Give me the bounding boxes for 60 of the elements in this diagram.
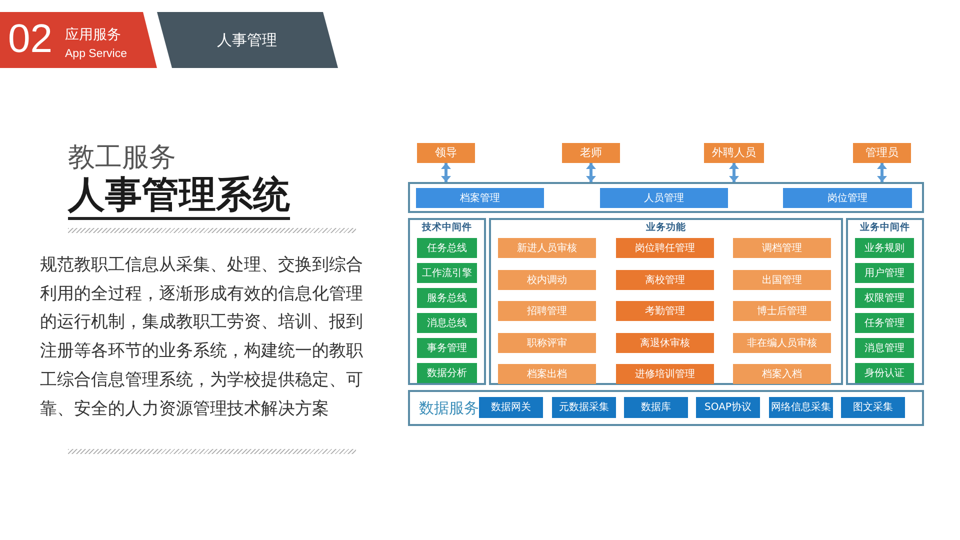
double-arrow xyxy=(877,163,887,182)
panel-title: 业务功能 xyxy=(646,222,686,234)
service-box: SOAP协议 xyxy=(696,397,760,418)
section-subtitle: App Service xyxy=(65,47,128,61)
category-heading: 教工服务 xyxy=(68,141,176,175)
layer-panel xyxy=(846,218,924,385)
component-box: 权限管理 xyxy=(855,288,914,308)
section-name: 应用服务 xyxy=(65,27,121,44)
function-box: 调档管理 xyxy=(733,238,831,258)
double-arrow xyxy=(586,163,596,182)
page-title: 人事管理系统 xyxy=(68,174,290,220)
function-box: 进修培训管理 xyxy=(616,364,714,384)
component-box: 任务总线 xyxy=(417,238,477,258)
double-arrow xyxy=(441,163,451,182)
function-box: 档案入档 xyxy=(733,364,831,384)
component-box: 消息管理 xyxy=(855,338,914,358)
role-box: 外聘人员 xyxy=(704,143,764,163)
function-box: 职称评审 xyxy=(498,333,596,353)
function-box: 校内调动 xyxy=(498,270,596,290)
role-box: 领导 xyxy=(417,143,475,163)
component-box: 数据分析 xyxy=(417,363,477,383)
panel-title: 数据服务 xyxy=(419,399,479,417)
service-box: 数据库 xyxy=(624,397,688,418)
function-box: 离校管理 xyxy=(616,270,714,290)
function-box: 档案出档 xyxy=(498,364,596,384)
component-box: 业务规则 xyxy=(855,238,914,258)
component-box: 事务管理 xyxy=(417,338,477,358)
service-box: 图文采集 xyxy=(841,397,905,418)
tab-label: 人事管理 xyxy=(217,30,277,50)
component-box: 身份认证 xyxy=(855,363,914,383)
role-box: 管理员 xyxy=(853,143,911,163)
service-box: 数据网关 xyxy=(479,397,543,418)
layer-panel xyxy=(408,182,924,213)
module-box: 人员管理 xyxy=(600,188,728,208)
panel-title: 业务中间件 xyxy=(860,222,910,234)
function-box: 新进人员审核 xyxy=(498,238,596,258)
function-box: 出国管理 xyxy=(733,270,831,290)
function-box: 离退休审核 xyxy=(616,333,714,353)
component-box: 任务管理 xyxy=(855,313,914,333)
component-box: 用户管理 xyxy=(855,263,914,283)
function-box: 招聘管理 xyxy=(498,301,596,321)
double-arrow xyxy=(729,163,739,182)
component-box: 工作流引擎 xyxy=(417,263,477,283)
module-box: 岗位管理 xyxy=(783,188,912,208)
description-paragraph: 规范教职工信息从采集、处理、交换到综合利用的全过程，逐渐形成有效的信息化管理的运行机制，集成教职工劳资、培训、报到注册等各环节的业务系统，构建统一的教职工综合信息管理系统，为学校提供稳定、可靠、安全的人力资源管理技术解决方案 xyxy=(40,253,363,420)
service-box: 网络信息采集 xyxy=(769,397,833,418)
panel-title: 技术中间件 xyxy=(422,222,472,234)
section-number: 02 xyxy=(8,16,52,63)
module-box: 档案管理 xyxy=(416,188,544,208)
function-box: 考勤管理 xyxy=(616,301,714,321)
layer-panel xyxy=(489,218,843,385)
component-box: 消息总线 xyxy=(417,313,477,333)
function-box: 博士后管理 xyxy=(733,301,831,321)
service-box: 元数据采集 xyxy=(552,397,616,418)
function-box: 非在编人员审核 xyxy=(733,333,831,353)
function-box: 岗位聘任管理 xyxy=(616,238,714,258)
component-box: 服务总线 xyxy=(417,288,477,308)
layer-panel xyxy=(408,390,924,426)
layer-panel xyxy=(408,218,486,385)
role-box: 老师 xyxy=(562,143,620,163)
